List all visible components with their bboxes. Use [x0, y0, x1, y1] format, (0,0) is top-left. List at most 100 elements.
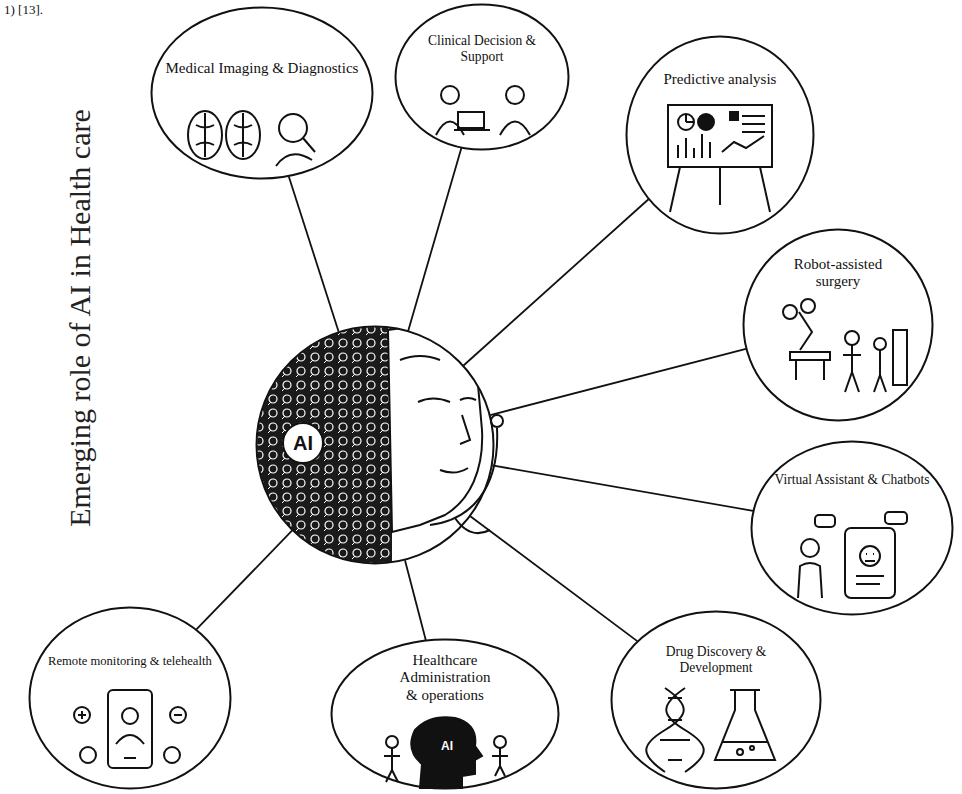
connector-line: [289, 176, 339, 331]
surgery-robot-icon: [783, 305, 797, 319]
dna-flask-icon: [660, 698, 690, 760]
ai-badge: AI: [282, 422, 324, 464]
telehealth-phone-icon: [80, 747, 96, 763]
stethoscope: [455, 518, 490, 533]
topic-label: Healthcare Administration & operations: [393, 652, 497, 704]
ellipse-outline: [150, 6, 374, 180]
surgery-robot-icon: [796, 360, 824, 380]
connector-line: [490, 349, 746, 415]
surgery-robot-icon: [801, 299, 815, 313]
stethoscope: [430, 428, 497, 525]
telehealth-phone-icon: [122, 708, 138, 724]
dna-flask-icon: [737, 749, 743, 755]
chart-board-icon: [678, 134, 710, 158]
surgery-robot-icon: [893, 330, 907, 385]
brain-scan-icon: [303, 138, 315, 152]
connector-line: [405, 560, 426, 640]
dna-flask-icon: [715, 690, 775, 760]
dna-flask-icon: [750, 746, 754, 750]
chatbot-phone-icon: [860, 546, 880, 566]
chatbot-phone-icon: [815, 515, 835, 527]
head-ai-text: AI: [441, 739, 453, 753]
chatbot-phone-icon: [885, 512, 907, 524]
ellipse-outline: [28, 606, 232, 790]
chatbot-phone-icon: [798, 563, 822, 598]
robot-head: [460, 398, 476, 400]
doctor-nurse-icon: [436, 86, 530, 135]
chatbot-phone-icon: [856, 576, 884, 584]
dna-flask-icon: [722, 690, 768, 742]
chart-board-icon: [670, 167, 770, 212]
chart-board-icon: [668, 105, 772, 212]
ai-circle: AI: [255, 325, 495, 565]
ai-head-icon: [384, 717, 508, 788]
telehealth-phone-icon: [164, 747, 180, 763]
chatbot-phone-icon: [865, 554, 875, 561]
robot-head: [388, 328, 482, 532]
topic-ellipse: Predictive analysis: [625, 35, 815, 235]
telehealth-phone-icon: [116, 735, 144, 744]
ellipse-border: [612, 612, 821, 789]
doctor-nurse-icon: [506, 86, 524, 104]
surgery-robot-icon: [799, 312, 812, 350]
robot-head: [440, 468, 468, 473]
ai-brain-icons: [255, 325, 392, 565]
robot-head: [418, 399, 450, 403]
ellipse-border: [752, 442, 953, 615]
chatbot-phone-icon: [801, 539, 819, 557]
ai-head-icon: [386, 736, 398, 748]
doctor-nurse-icon: [454, 129, 490, 131]
chart-board-icon: [730, 112, 738, 120]
ai-brain-icons: [255, 325, 392, 565]
brain-scan-icon: [279, 114, 307, 142]
robot-head: [400, 356, 440, 360]
telehealth-phone-icon: [124, 757, 136, 759]
robot-head: [388, 328, 482, 532]
topic-ellipse: Virtual Assistant & Chatbots: [750, 440, 954, 616]
ellipse-border: [152, 8, 373, 179]
topic-label: Virtual Assistant & Chatbots: [775, 472, 930, 488]
ellipse-outline: [750, 440, 954, 616]
chatbot-phone-icon: [798, 512, 907, 598]
chart-board-icon: [742, 116, 765, 132]
telehealth-phone-icon: [74, 690, 186, 768]
chart-board-icon: [668, 105, 772, 167]
surgery-robot-icon: [843, 345, 861, 392]
topic-ellipse: Healthcare Administration & operations: [330, 638, 560, 790]
doctor-nurse-icon: [458, 112, 484, 128]
ellipse-outline: [625, 35, 815, 235]
ellipse-outline: [610, 610, 822, 790]
topic-ellipse: Medical Imaging & Diagnostics: [150, 6, 374, 180]
ai-head-icon: [494, 736, 506, 748]
ellipse-border: [332, 640, 559, 789]
surgery-robot-icon: [874, 350, 886, 392]
telehealth-phone-icon: [78, 711, 182, 719]
topic-ellipse: Robot-assisted surgery: [742, 228, 934, 422]
connector-line: [492, 465, 753, 510]
ai-head-icon: [492, 748, 508, 776]
topic-label: Drug Discovery & Development: [634, 644, 799, 675]
robot-head: [460, 415, 470, 444]
surgery-robot-icon: [790, 352, 830, 360]
ellipse-border: [627, 37, 814, 234]
topic-ellipse: Remote monitoring & telehealth: [28, 606, 232, 790]
brain-scan-icon: [188, 111, 315, 166]
dna-flask-icon: [646, 688, 775, 772]
connector-line: [470, 516, 637, 641]
topic-ellipse: Clinical Decision & Support: [394, 3, 570, 151]
vertical-title: Emerging role of AI in Health care: [63, 109, 97, 527]
chart-board-icon: [722, 136, 764, 152]
reference-fragment: 1) [13].: [4, 2, 43, 18]
ellipse-border: [396, 5, 569, 150]
ellipse-border: [744, 230, 933, 421]
topic-ellipse: Drug Discovery & Development: [610, 610, 822, 790]
topic-label: Remote monitoring & telehealth: [48, 654, 212, 669]
connector-line: [196, 530, 292, 629]
doctor-nurse-icon: [441, 86, 459, 104]
ellipse-outline: [394, 3, 570, 151]
ellipse-border: [257, 327, 494, 564]
ai-head-icon: [411, 717, 482, 788]
brain-scan-icon: [196, 113, 252, 157]
